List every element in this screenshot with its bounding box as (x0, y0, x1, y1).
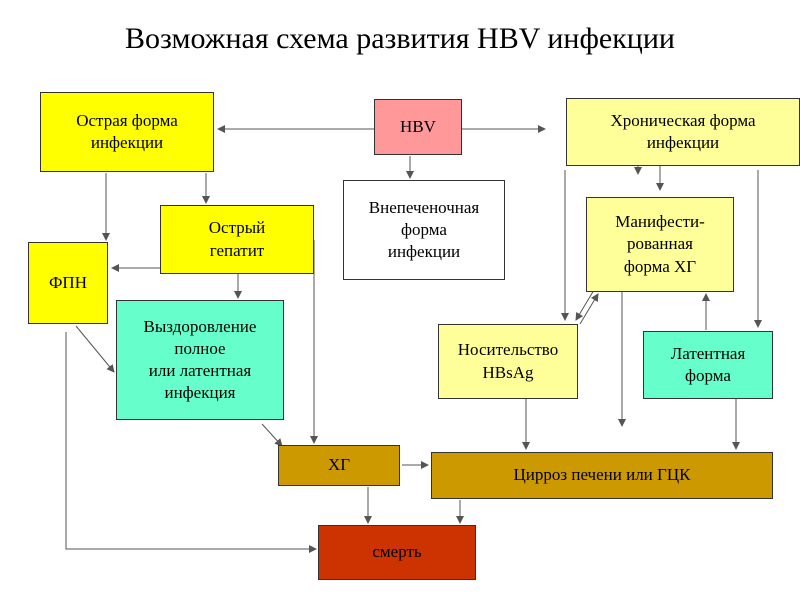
arrow-recovery-to-hg (261, 423, 283, 447)
node-death: смерть (318, 525, 476, 580)
node-extrahepatic: Внепеченочная форма инфекции (343, 180, 505, 280)
node-hbv: HBV (374, 99, 462, 155)
node-acute-form: Острая форма инфекции (40, 92, 214, 172)
node-recovery: Выздоровление полное или латентная инфек… (116, 300, 284, 420)
arrow-manifest-to-carrier (575, 289, 595, 321)
node-manifest: Манифести- рованная форма ХГ (586, 197, 734, 292)
arrow-fpn-to-death (65, 332, 317, 553)
node-fpn: ФПН (28, 242, 108, 324)
node-chronic-form: Хроническая форма инфекции (566, 98, 800, 166)
node-acute-hepatitis: Острый гепатит (160, 205, 314, 274)
arrow-fpn-to-recovery (75, 325, 115, 373)
diagram-title: Возможная схема развития HBV инфекции (125, 22, 675, 55)
node-carrier: Носительство HBsAg (438, 324, 578, 399)
node-cirrhosis: Цирроз печени или ГЦК (431, 452, 773, 499)
node-latent: Латентная форма (643, 331, 773, 399)
node-hg: ХГ (278, 445, 400, 486)
